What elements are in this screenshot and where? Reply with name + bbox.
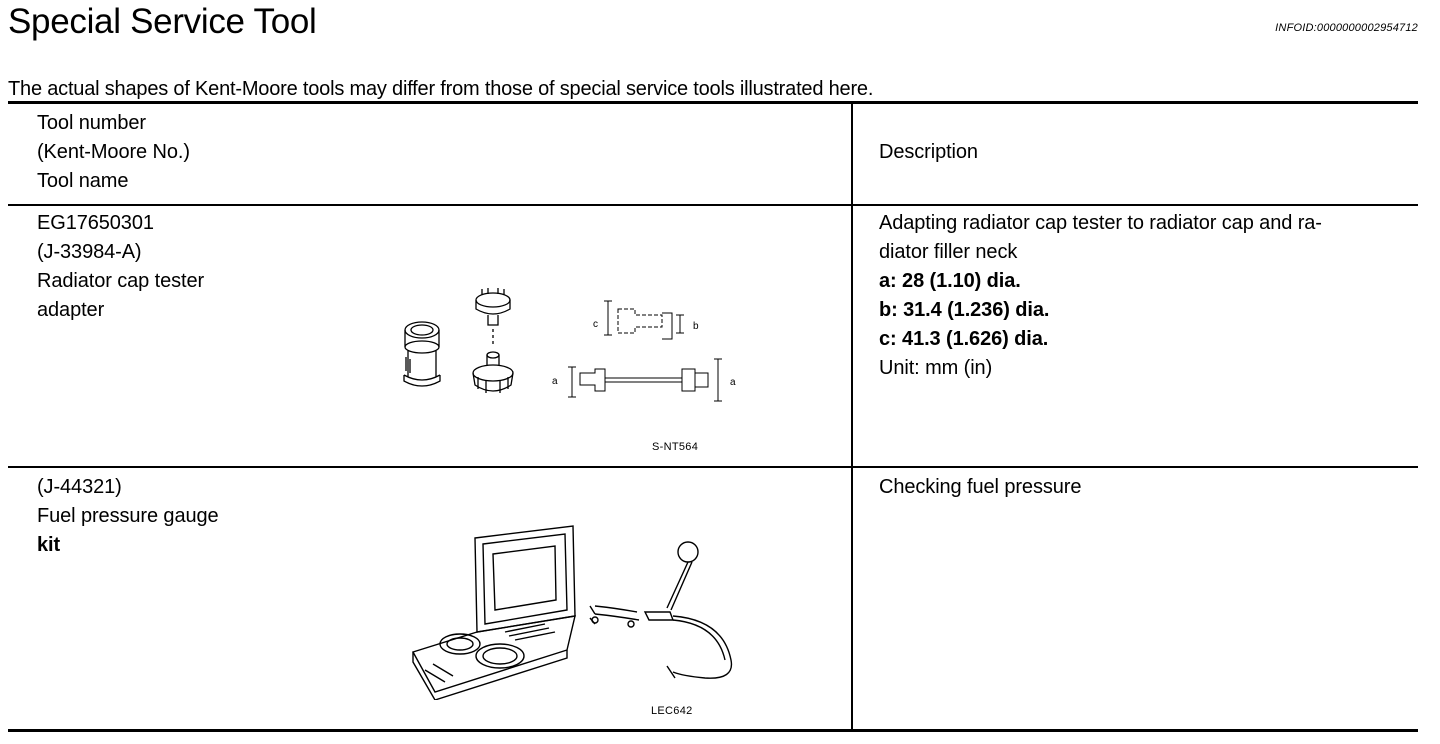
row1-tool-number: EG17650301 bbox=[37, 212, 154, 234]
gauge-and-hoses bbox=[589, 541, 733, 679]
row1-description-line1: Adapting radiator cap tester to radiator… bbox=[879, 212, 1322, 234]
figure-label-snt564: S-NT564 bbox=[652, 441, 699, 453]
table-top-rule bbox=[8, 101, 1418, 104]
fuel-pressure-gauge-kit-illustration bbox=[411, 525, 733, 700]
row1-unit: Unit: mm (in) bbox=[879, 357, 993, 379]
row1-tool-name-line2: adapter bbox=[37, 299, 105, 321]
row1-description-cell: Adapting radiator cap tester to radiator… bbox=[879, 209, 1322, 383]
gauge-case-base bbox=[411, 615, 576, 700]
page-title: Special Service Tool bbox=[8, 2, 317, 41]
row1-dimension-b: b: 31.4 (1.236) dia. bbox=[879, 299, 1050, 321]
row1-tool-name-line1: Radiator cap tester bbox=[37, 270, 205, 292]
dimension-letter-b: b bbox=[693, 321, 699, 332]
info-id: INFOID:0000000002954712 bbox=[1275, 22, 1418, 34]
dimension-letter-a-left: a bbox=[552, 376, 558, 387]
figure-label-lec642: LEC642 bbox=[651, 705, 693, 717]
header-tool-cell: Tool number (Kent-Moore No.) Tool name bbox=[37, 109, 190, 196]
row2-description-line1: Checking fuel pressure bbox=[879, 476, 1082, 498]
row2-tool-name-line2: kit bbox=[37, 534, 61, 556]
header-tool-name: Tool name bbox=[37, 170, 129, 192]
row2-description-cell: Checking fuel pressure bbox=[879, 473, 1081, 502]
header-tool-number: Tool number bbox=[37, 112, 146, 134]
dimension-letter-c: c bbox=[593, 319, 598, 330]
adapter-cylinder bbox=[403, 321, 441, 387]
adapter-cap bbox=[472, 288, 514, 393]
intro-note: The actual shapes of Kent-Moore tools ma… bbox=[8, 78, 874, 100]
gauge-case-lid bbox=[474, 525, 576, 633]
column-divider bbox=[851, 104, 853, 730]
radiator-cap-adapter-illustration: c b a a bbox=[403, 288, 736, 402]
header-row-rule bbox=[8, 204, 1418, 206]
header-description: Description bbox=[879, 141, 978, 163]
dimension-letter-a-right: a bbox=[730, 377, 736, 388]
row1-description-line2: diator filler neck bbox=[879, 241, 1018, 263]
table-bottom-rule bbox=[8, 729, 1418, 732]
row1-kent-moore-no: (J-33984-A) bbox=[37, 241, 142, 263]
row2-tool-name-line1: Fuel pressure gauge bbox=[37, 505, 219, 527]
row2-kent-moore-no: (J-44321) bbox=[37, 476, 122, 498]
dimension-sketch-lower bbox=[568, 358, 722, 402]
row1-dimension-a: a: 28 (1.10) dia. bbox=[879, 270, 1021, 292]
row-divider bbox=[8, 466, 1418, 468]
row1-dimension-c: c: 41.3 (1.626) dia. bbox=[879, 328, 1049, 350]
row2-tool-cell: (J-44321) Fuel pressure gauge kit bbox=[37, 473, 219, 560]
row1-tool-cell: EG17650301 (J-33984-A) Radiator cap test… bbox=[37, 209, 204, 325]
header-kent-moore-no: (Kent-Moore No.) bbox=[37, 141, 190, 163]
dimension-sketch-upper bbox=[604, 300, 684, 340]
